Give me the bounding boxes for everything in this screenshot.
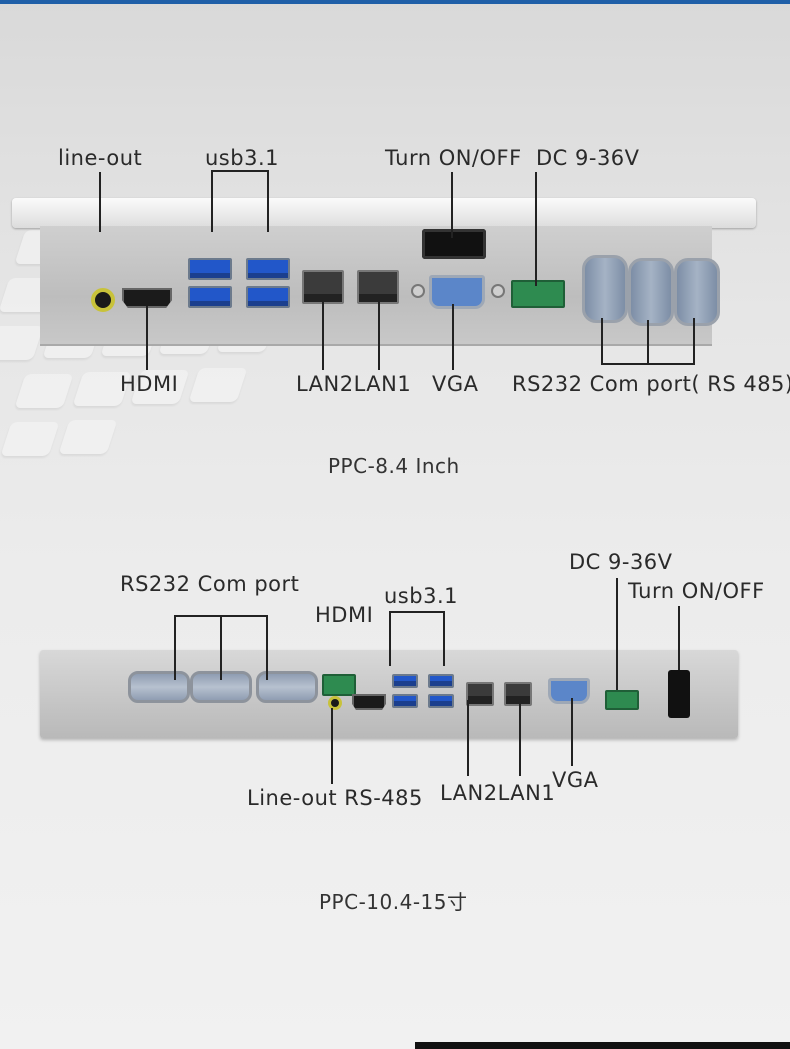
label-vga: VGA (552, 768, 599, 792)
power-rocker-switch (668, 670, 690, 718)
vga-port (548, 678, 590, 704)
usb-port (428, 674, 454, 688)
line-out-jack (91, 288, 115, 312)
leader-com (601, 318, 695, 365)
leader-com (174, 615, 268, 680)
line-out-jack (328, 696, 342, 710)
leader-usb (211, 170, 269, 232)
lan1-port (504, 682, 532, 706)
top-device-bezel (12, 198, 756, 228)
label-usb: usb3.1 (384, 584, 458, 608)
com-port (628, 258, 674, 326)
caption-bottom-model: PPC-10.4-15寸 (319, 890, 468, 914)
power-rocker-switch (422, 229, 486, 259)
caption-top-model: PPC-8.4 Inch (328, 454, 460, 478)
label-com: RS232 Com port (120, 572, 300, 596)
screw (411, 284, 425, 298)
top-accent-bar (0, 0, 790, 4)
usb-port (392, 694, 418, 708)
label-line-out: line-out (58, 146, 143, 170)
dc-terminal-block (511, 280, 565, 308)
usb-port (246, 258, 290, 280)
label-lan: LAN2LAN1 (296, 372, 412, 396)
dc-terminal-block (605, 690, 639, 710)
rs485-terminal-block (322, 674, 356, 696)
lan2-port (466, 682, 494, 706)
label-power-switch: Turn ON/OFF (628, 579, 765, 603)
label-usb: usb3.1 (205, 146, 279, 170)
com-port (582, 255, 628, 323)
usb-port (188, 258, 232, 280)
leader-usb (389, 611, 445, 666)
label-line-out: Line-out RS-485 (247, 786, 423, 810)
label-dc-in: DC 9-36V (536, 146, 640, 170)
label-power-switch: Turn ON/OFF (385, 146, 522, 170)
label-hdmi: HDMI (120, 372, 179, 396)
vga-port (429, 275, 485, 309)
screw (491, 284, 505, 298)
label-com: RS232 Com port( RS 485) (512, 372, 790, 396)
com-port (128, 671, 190, 703)
usb-port (428, 694, 454, 708)
label-hdmi: HDMI (315, 603, 374, 627)
lan1-port (357, 270, 399, 304)
lan2-port (302, 270, 344, 304)
label-vga: VGA (432, 372, 479, 396)
usb-port (246, 286, 290, 308)
usb-port (188, 286, 232, 308)
usb-port (392, 674, 418, 688)
label-dc-in: DC 9-36V (569, 550, 673, 574)
hdmi-port (352, 694, 386, 710)
label-lan: LAN2LAN1 (440, 781, 556, 805)
com-port (674, 258, 720, 326)
bottom-accent-bar (415, 1042, 790, 1049)
